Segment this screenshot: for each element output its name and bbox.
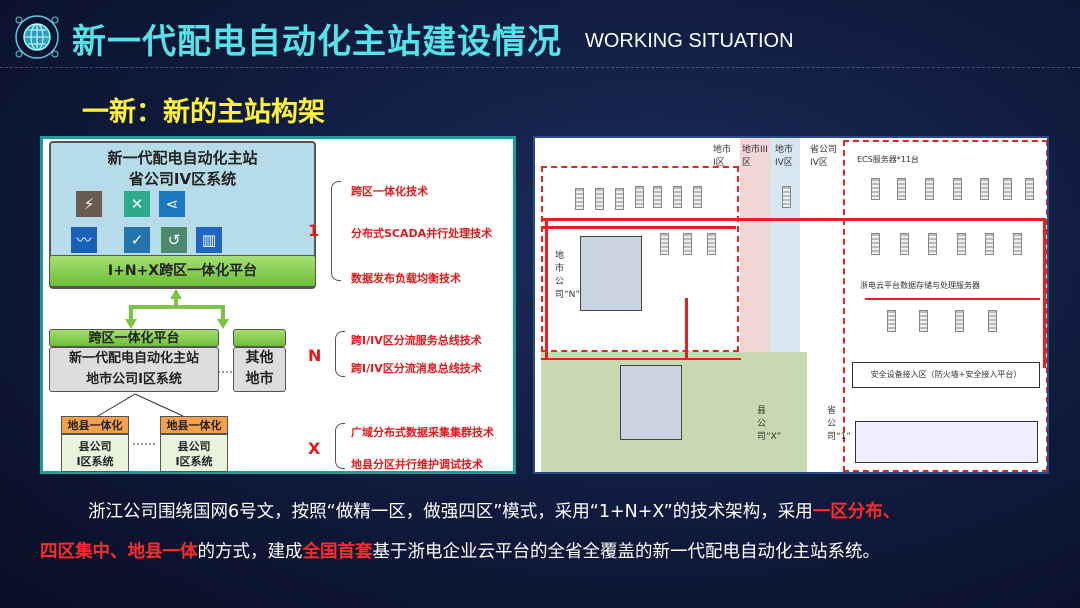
history-icon: ↺ (161, 227, 187, 253)
tech-item: 广域分布式数据采集集群技术 (351, 426, 494, 439)
zone-label: 地市IV区 (775, 145, 794, 168)
province-box-line1: 新一代配电自动化主站 (107, 149, 258, 167)
description-line-1: 浙江公司围绕国网6号文，按照“做精一区，做强四区”模式，采用“1+N+X”的技术… (88, 498, 900, 523)
city-label: 地市公司“N” (555, 251, 581, 300)
share-icon: ⋖ (159, 191, 185, 217)
county-line2: I区系统 (175, 455, 213, 468)
tech-item: 跨区一体化技术 (351, 185, 428, 198)
group-label-n: N (308, 346, 322, 365)
architecture-diagram: 新一代配电自动化主站 省公司IV区系统 ⚡ ✕ ⋖ 〰 ✓ ↺ ▥ I+N+X跨… (40, 136, 516, 474)
group-label-x: X (308, 439, 321, 458)
city-system-box: 新一代配电自动化主站 地市公司I区系统 (49, 347, 219, 392)
county-line2: I区系统 (76, 455, 114, 468)
network-topology-diagram: 地市I区 地市III区 地市IV区 省公司IV区 ECS服务器*11台 浙电云平… (533, 136, 1049, 474)
tech-item: 跨I/IV区分流服务总线技术 (351, 334, 482, 347)
zone-label: 地市III区 (742, 145, 768, 168)
other-city-line2: 地市 (245, 371, 274, 387)
other-city-platform (233, 329, 286, 347)
province-system-box: 新一代配电自动化主站 省公司IV区系统 ⚡ ✕ ⋖ 〰 ✓ ↺ ▥ I+N+X跨… (49, 141, 316, 289)
province-zone-frame (843, 140, 1047, 472)
city-switch-rack (580, 236, 642, 311)
city-platform: 跨区一体化平台 (49, 329, 219, 347)
description-text: 浙江公司围绕国网6号文，按照“做精一区，做强四区”模式，采用“1+N+X”的技术… (88, 502, 813, 522)
cloud-servers-label: 浙电云平台数据存储与处理服务器 (860, 281, 980, 290)
city-zone-frame (541, 166, 739, 352)
tech-item: 数据发布负载均衡技术 (351, 272, 461, 285)
brace (335, 331, 345, 377)
page-title-en: WORKING SITUATION (585, 30, 794, 52)
monitor-icon: 〰 (71, 227, 97, 253)
county-switch-rack (620, 365, 682, 440)
ecs-label: ECS服务器*11台 (857, 155, 919, 164)
tech-item: 地县分区并行维护调试技术 (351, 458, 483, 471)
brace (335, 423, 345, 469)
cross-zone-platform: I+N+X跨区一体化平台 (49, 255, 316, 287)
zone-label: 省公司IV区 (810, 145, 838, 168)
tech-item: 跨I/IV区分流消息总线技术 (351, 362, 482, 375)
other-city-line1: 其他 (245, 350, 274, 366)
connector-arrows (97, 289, 233, 445)
terminal-box (855, 421, 1038, 463)
checklist-icon: ✓ (124, 227, 150, 253)
description-text: 基于浙电企业云平台的全省全覆盖的新一代配电自动化主站系统。 (372, 542, 881, 562)
county-line1: 县公司 (177, 440, 211, 453)
chart-icon: ▥ (196, 227, 222, 253)
description-text: 的方式，建成 (197, 542, 303, 562)
county-box: 地县一体化 县公司 I区系统 (61, 416, 129, 472)
city-box-line2: 地市公司I区系统 (86, 372, 182, 387)
description-highlight: 四区集中、地县一体 (40, 542, 198, 562)
other-city-box: 其他 地市 (233, 347, 286, 392)
brace (331, 181, 341, 281)
province-label: 省公司“1” (827, 406, 852, 442)
shield-icon: ⚡ (76, 191, 102, 217)
description-highlight: 一区分布、 (812, 502, 901, 522)
section-subtitle: 一新：新的主站构架 (82, 97, 325, 128)
zone-iii-band (740, 138, 770, 354)
county-label: 县公司“X” (757, 406, 781, 442)
description-highlight: 全国首套 (302, 542, 373, 562)
zone-iv-band (770, 138, 800, 354)
security-zone-box: 安全设备接入区（防火墙+安全接入平台） (852, 362, 1040, 388)
zone-label: 地市I区 (713, 145, 732, 168)
group-label-1: 1 (308, 221, 320, 240)
description-line-2: 四区集中、地县一体的方式，建成全国首套基于浙电企业云平台的全省全覆盖的新一代配电… (40, 538, 880, 563)
divider (0, 67, 1080, 68)
tools-icon: ✕ (124, 191, 150, 217)
globe-icon (12, 12, 62, 62)
county-line1: 县公司 (78, 440, 112, 453)
page-title: 新一代配电自动化主站建设情况 (72, 22, 562, 62)
province-box-line2: 省公司IV区系统 (128, 170, 237, 188)
county-box: 地县一体化 县公司 I区系统 (160, 416, 228, 472)
county-header: 地县一体化 (61, 416, 129, 434)
city-box-line1: 新一代配电自动化主站 (68, 351, 199, 366)
county-header: 地县一体化 (160, 416, 228, 434)
tech-item: 分布式SCADA并行处理技术 (351, 227, 493, 240)
